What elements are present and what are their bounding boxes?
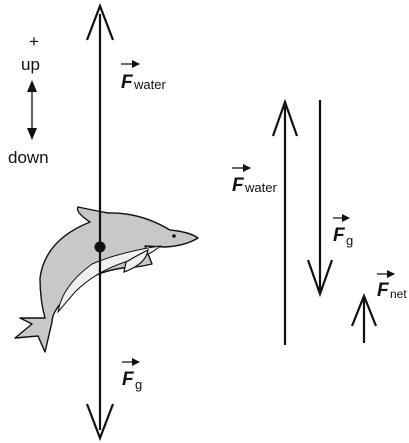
direction-key: + up down [8, 32, 49, 167]
water-force-vector [273, 102, 297, 345]
up-down-arrow [27, 80, 37, 140]
water-vector-subscript: water [244, 180, 277, 195]
center-of-mass-dot [95, 242, 106, 253]
down-label: down [8, 148, 49, 167]
net-force-label: F net [377, 274, 407, 301]
water-force-symbol: F [121, 72, 134, 93]
net-force-symbol: F [377, 280, 390, 301]
net-force-vector [352, 296, 376, 343]
gravity-force-vector-label: F g [333, 218, 353, 248]
dolphin-body [15, 207, 198, 352]
dolphin-illustration [15, 207, 198, 352]
gravity-vector-symbol: F [333, 225, 346, 246]
water-force-vector-label: F water [232, 168, 277, 196]
net-force-subscript: net [390, 287, 407, 301]
water-force-label: F water [121, 64, 166, 93]
gravity-force-label: F g [122, 362, 142, 392]
gravity-force-vector [308, 100, 332, 294]
water-force-subscript: water [133, 77, 166, 92]
up-label: up [21, 55, 40, 74]
water-vector-symbol: F [232, 175, 245, 196]
gravity-force-subscript: g [135, 377, 142, 392]
gravity-vector-subscript: g [346, 233, 353, 248]
gravity-force-symbol: F [122, 369, 135, 390]
positive-sign: + [29, 32, 39, 51]
dolphin-eye [172, 234, 176, 238]
